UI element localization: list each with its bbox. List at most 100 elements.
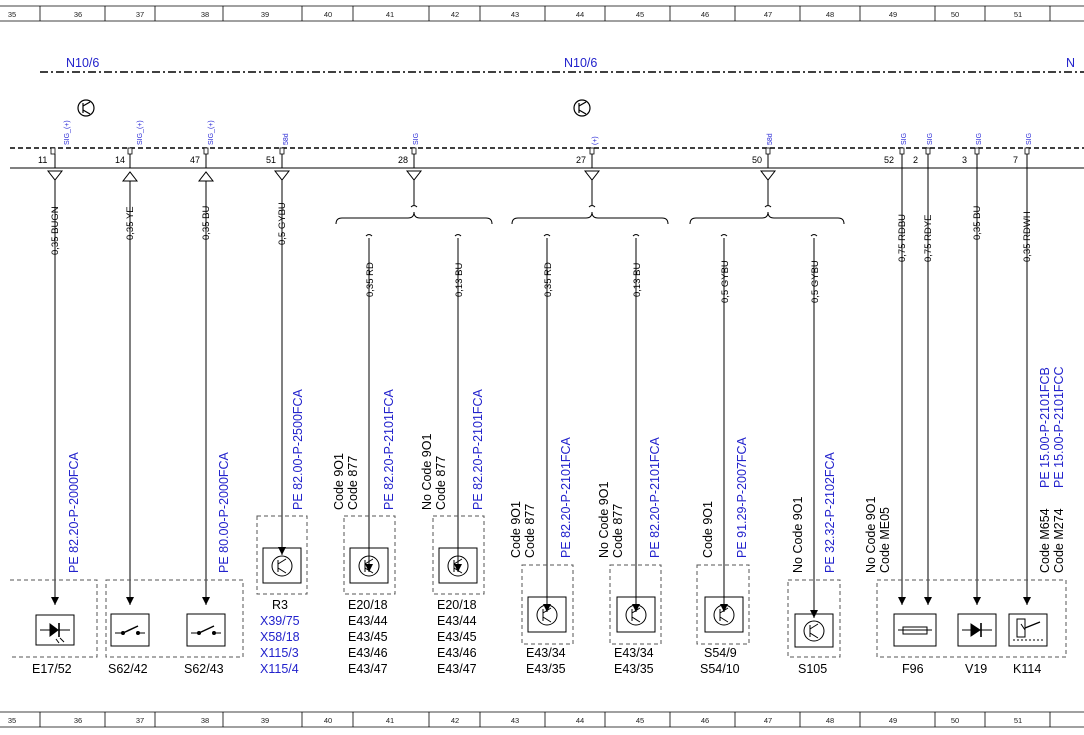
component-label: E43/47 xyxy=(348,662,388,676)
pin-2: 2 SIG 0,75 RDYE xyxy=(913,133,934,605)
s62-43-switch-icon xyxy=(186,613,226,647)
component-label: E43/47 xyxy=(437,662,477,676)
e17-led-icon xyxy=(35,614,75,646)
ruler-label: 50 xyxy=(951,10,959,19)
svg-text:0,75 RDYE: 0,75 RDYE xyxy=(923,214,934,262)
connector-label: X58/18 xyxy=(260,630,300,644)
svg-text:0,35 RDWH: 0,35 RDWH xyxy=(1022,211,1033,262)
pin-3: 3 SIG 0,35 BU xyxy=(962,133,983,605)
svg-text:11: 11 xyxy=(38,155,47,165)
b1-boundary xyxy=(343,515,396,595)
s62-42-switch-icon xyxy=(110,613,150,647)
component-label: S54/9 xyxy=(704,646,737,660)
ruler-label: 46 xyxy=(701,716,709,725)
ruler-label: 49 xyxy=(889,10,897,19)
ref-e17: PE 82.20-P-2000FCA xyxy=(67,451,81,573)
branch-wire-2: 0,13 BU xyxy=(454,234,465,572)
connector-label: X115/4 xyxy=(260,662,299,676)
b5-transistor-icon xyxy=(704,596,744,633)
ruler-label: 42 xyxy=(451,716,459,725)
pin-47: 47 SIG_(+) 0,35 BU xyxy=(190,120,215,605)
r3-boundary xyxy=(256,515,308,595)
code-k114b: Code M274 xyxy=(1052,508,1066,573)
svg-text:SIG_(+): SIG_(+) xyxy=(137,120,144,145)
ruler-label: 37 xyxy=(136,10,144,19)
ref-b5: PE 91.29-P-2007FCA xyxy=(735,436,749,558)
component-label: R3 xyxy=(272,598,288,612)
ruler-label: 44 xyxy=(576,716,584,725)
b2-boundary xyxy=(432,515,485,595)
svg-text:0,75 RDBU: 0,75 RDBU xyxy=(897,214,908,262)
top-ruler xyxy=(0,5,1084,22)
ruler-label: 35 xyxy=(8,716,16,725)
svg-text:0,5 GYBU: 0,5 GYBU xyxy=(810,260,821,303)
ruler-label: 37 xyxy=(136,716,144,725)
b4-transistor-icon xyxy=(616,596,656,633)
branch-wire-5: 0,5 GYBU xyxy=(720,234,731,612)
ruler-label: 51 xyxy=(1014,10,1022,19)
component-label: K114 xyxy=(1013,662,1041,676)
component-label: S62/42 xyxy=(108,662,148,676)
component-label: F96 xyxy=(902,662,924,676)
code-b3a: Code 9O1 xyxy=(509,501,523,558)
code-b6a: No Code 9O1 xyxy=(791,497,805,573)
b3-boundary xyxy=(521,564,574,645)
b5-boundary xyxy=(696,564,750,645)
bottom-ruler xyxy=(0,711,1084,728)
ruler-label: 47 xyxy=(764,716,772,725)
ref-k114a: PE 15.00-P-2101FCB xyxy=(1038,367,1052,488)
branch-brace xyxy=(335,211,845,225)
code-b1a: Code 9O1 xyxy=(332,453,346,510)
connector-label: X39/75 xyxy=(260,614,300,628)
b3-transistor-icon xyxy=(527,596,567,633)
module-title: N xyxy=(1066,56,1075,70)
ruler-label: 38 xyxy=(201,716,209,725)
svg-text:SIG: SIG xyxy=(976,133,983,145)
code-b3b: Code 877 xyxy=(523,504,537,558)
component-label: E43/46 xyxy=(437,646,477,660)
svg-text:SIG_(+): SIG_(+) xyxy=(208,120,215,145)
code-f96b: Code ME05 xyxy=(878,507,892,573)
code-b4a: No Code 9O1 xyxy=(597,482,611,558)
ruler-label: 50 xyxy=(951,716,959,725)
ruler-label: 41 xyxy=(386,10,394,19)
component-label: S105 xyxy=(798,662,827,676)
b6-boundary xyxy=(787,579,841,658)
component-label: E43/35 xyxy=(526,662,566,676)
svg-text:58d: 58d xyxy=(283,133,290,145)
ref-b2: PE 82.20-P-2101FCA xyxy=(471,388,485,510)
ruler-label: 35 xyxy=(8,10,16,19)
pin-7: 7 SIG 0,35 RDWH xyxy=(1013,133,1033,605)
component-label: E17/52 xyxy=(32,662,72,676)
svg-text:51: 51 xyxy=(266,155,276,165)
connector-label: X115/3 xyxy=(260,646,299,660)
component-label: E43/35 xyxy=(614,662,654,676)
branch-wire-3: 0,35 RD xyxy=(543,234,554,612)
ruler-label: 45 xyxy=(636,10,644,19)
ruler-label: 43 xyxy=(511,716,519,725)
ruler-label: 38 xyxy=(201,10,209,19)
ruler-label: 43 xyxy=(511,10,519,19)
b1-transistor-icon xyxy=(349,547,389,584)
svg-text:SIG_(+): SIG_(+) xyxy=(64,120,71,145)
ref-b4: PE 82.20-P-2101FCA xyxy=(648,436,662,558)
svg-text:0,35 RD: 0,35 RD xyxy=(365,262,376,297)
component-label: E43/44 xyxy=(348,614,388,628)
e17-boundary xyxy=(10,579,98,658)
component-label: E43/44 xyxy=(437,614,477,628)
pin-52: 52 SIG 0,75 RDBU xyxy=(884,133,908,605)
component-label: S54/10 xyxy=(700,662,740,676)
pin-14: 14 SIG_(+) 0,35 YE xyxy=(115,120,144,605)
ruler-label: 46 xyxy=(701,10,709,19)
code-b4b: Code 877 xyxy=(611,504,625,558)
component-label: E43/46 xyxy=(348,646,388,660)
svg-text:0,35 RD: 0,35 RD xyxy=(543,262,554,297)
code-b2b: Code 877 xyxy=(434,456,448,510)
svg-text:14: 14 xyxy=(115,155,125,165)
svg-text:52: 52 xyxy=(884,155,894,165)
svg-text:7: 7 xyxy=(1013,155,1018,165)
ruler-label: 40 xyxy=(324,716,332,725)
ruler-label: 48 xyxy=(826,716,834,725)
svg-text:0,5 GYBU: 0,5 GYBU xyxy=(277,202,288,245)
